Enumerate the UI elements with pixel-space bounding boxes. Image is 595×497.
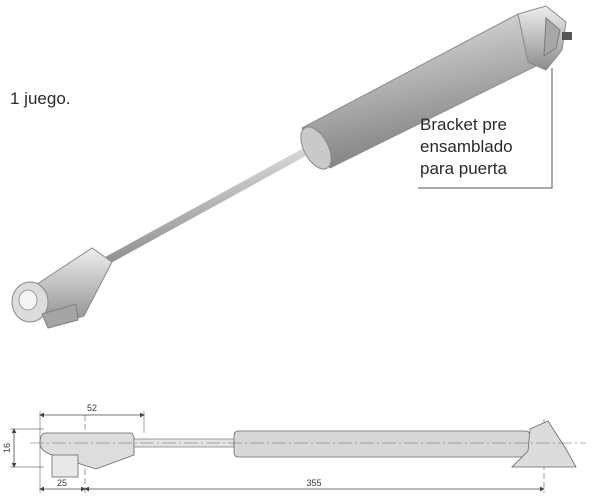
bracket-callout-line-1: Bracket pre — [420, 115, 507, 134]
piston-rod — [104, 144, 316, 264]
drawing-cylinder — [233, 430, 531, 458]
quantity-label: 1 juego. — [10, 89, 71, 108]
gas-spring-illustration — [11, 5, 572, 329]
bracket-callout: Bracket pre ensamblado para puerta — [420, 114, 513, 180]
technical-drawing: 52 16 25 355 — [2, 403, 586, 493]
callout-leader — [418, 68, 553, 189]
bracket-callout-line-3: para puerta — [420, 159, 507, 178]
dim-bottom-left-label: 25 — [57, 478, 67, 488]
drawing-rod-end — [39, 432, 135, 470]
door-bracket — [517, 5, 572, 71]
drawing-bracket — [511, 420, 577, 468]
dim-side-label: 16 — [2, 443, 12, 453]
rod-end-fitting — [11, 247, 113, 329]
dim-total-label: 355 — [306, 478, 321, 488]
bracket-callout-line-2: ensamblado — [420, 137, 513, 156]
dim-top-label: 52 — [87, 403, 97, 413]
